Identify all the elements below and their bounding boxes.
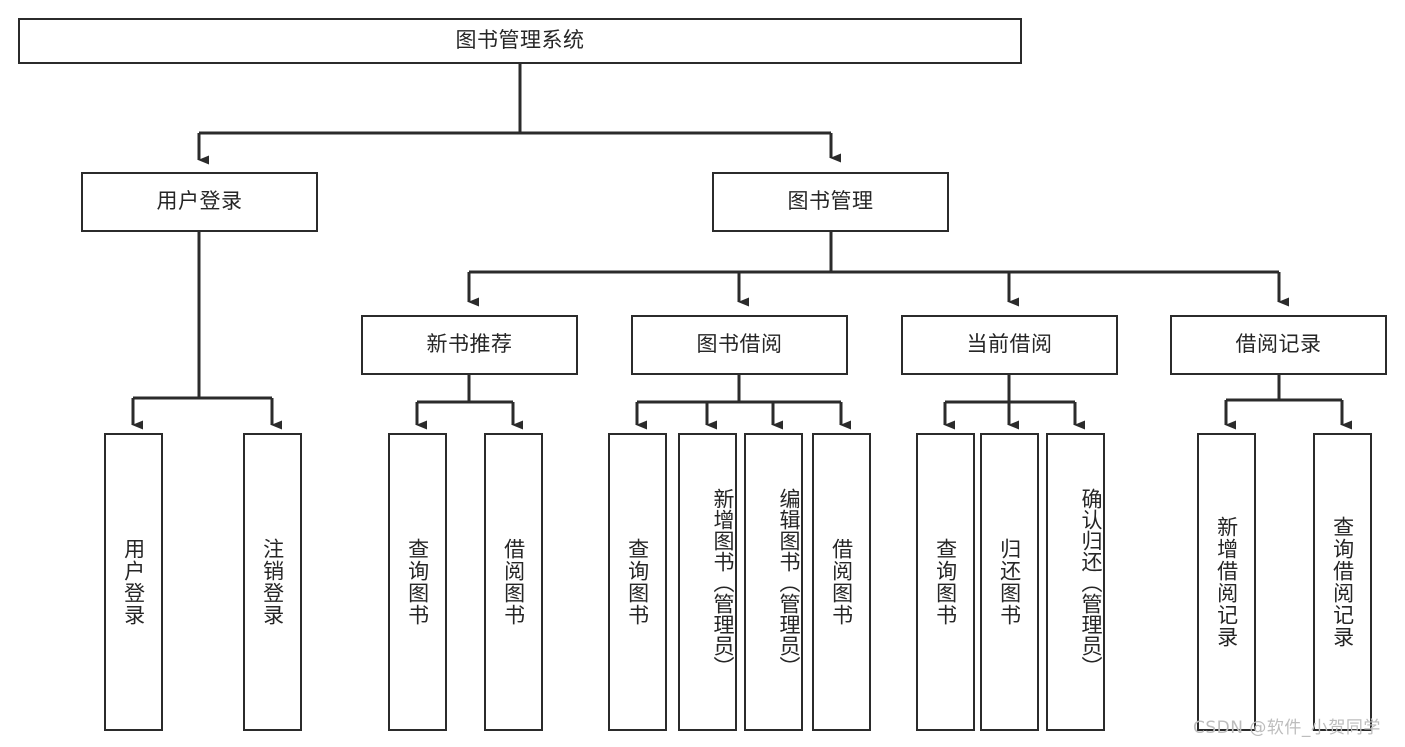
node-borrow-book-1-label: 借阅图书 [501,538,526,626]
node-borrow-record[interactable]: 借阅记录 [1170,315,1387,375]
node-root[interactable]: 图书管理系统 [18,18,1022,64]
node-return-book[interactable]: 归还图书 [980,433,1039,731]
node-book-manage[interactable]: 图书管理 [712,172,949,232]
node-logout-leaf[interactable]: 注销登录 [243,433,302,731]
node-query-book-2-label: 查询图书 [625,538,650,626]
node-add-book[interactable]: 新增图书（管理员） [678,433,737,731]
node-query-borrow-record-label: 查询借阅记录 [1330,516,1355,648]
node-edit-book[interactable]: 编辑图书（管理员） [744,433,803,731]
node-query-book-1[interactable]: 查询图书 [388,433,447,731]
node-confirm-return-label: 确认归还（管理员） [1079,487,1103,677]
node-query-borrow-record[interactable]: 查询借阅记录 [1313,433,1372,731]
node-book-borrow[interactable]: 图书借阅 [631,315,848,375]
node-user-login-leaf-label: 用户登录 [121,538,146,626]
node-query-book-1-label: 查询图书 [405,538,430,626]
node-logout-leaf-label: 注销登录 [260,538,285,626]
node-borrow-book-2-label: 借阅图书 [829,538,854,626]
csdn-watermark: CSDN @软件_小贺同学 [1193,718,1381,738]
node-confirm-return[interactable]: 确认归还（管理员） [1046,433,1105,731]
node-current-borrow-label: 当前借阅 [966,332,1053,357]
node-root-label: 图书管理系统 [455,28,585,53]
node-book-manage-label: 图书管理 [787,189,874,214]
node-return-book-label: 归还图书 [997,538,1022,626]
node-borrow-book-1[interactable]: 借阅图书 [484,433,543,731]
node-query-book-3[interactable]: 查询图书 [916,433,975,731]
node-user-login[interactable]: 用户登录 [81,172,318,232]
node-borrow-record-label: 借阅记录 [1235,332,1322,357]
node-query-book-3-label: 查询图书 [933,538,958,626]
node-edit-book-label: 编辑图书（管理员） [777,487,801,677]
node-add-borrow-record-label: 新增借阅记录 [1214,516,1239,648]
node-new-book-recommend-label: 新书推荐 [426,332,513,357]
node-user-login-leaf[interactable]: 用户登录 [104,433,163,731]
node-add-book-label: 新增图书（管理员） [711,487,735,677]
node-add-borrow-record[interactable]: 新增借阅记录 [1197,433,1256,731]
node-current-borrow[interactable]: 当前借阅 [901,315,1118,375]
node-book-borrow-label: 图书借阅 [696,332,783,357]
node-query-book-2[interactable]: 查询图书 [608,433,667,731]
node-user-login-label: 用户登录 [156,189,243,214]
node-borrow-book-2[interactable]: 借阅图书 [812,433,871,731]
node-new-book-recommend[interactable]: 新书推荐 [361,315,578,375]
